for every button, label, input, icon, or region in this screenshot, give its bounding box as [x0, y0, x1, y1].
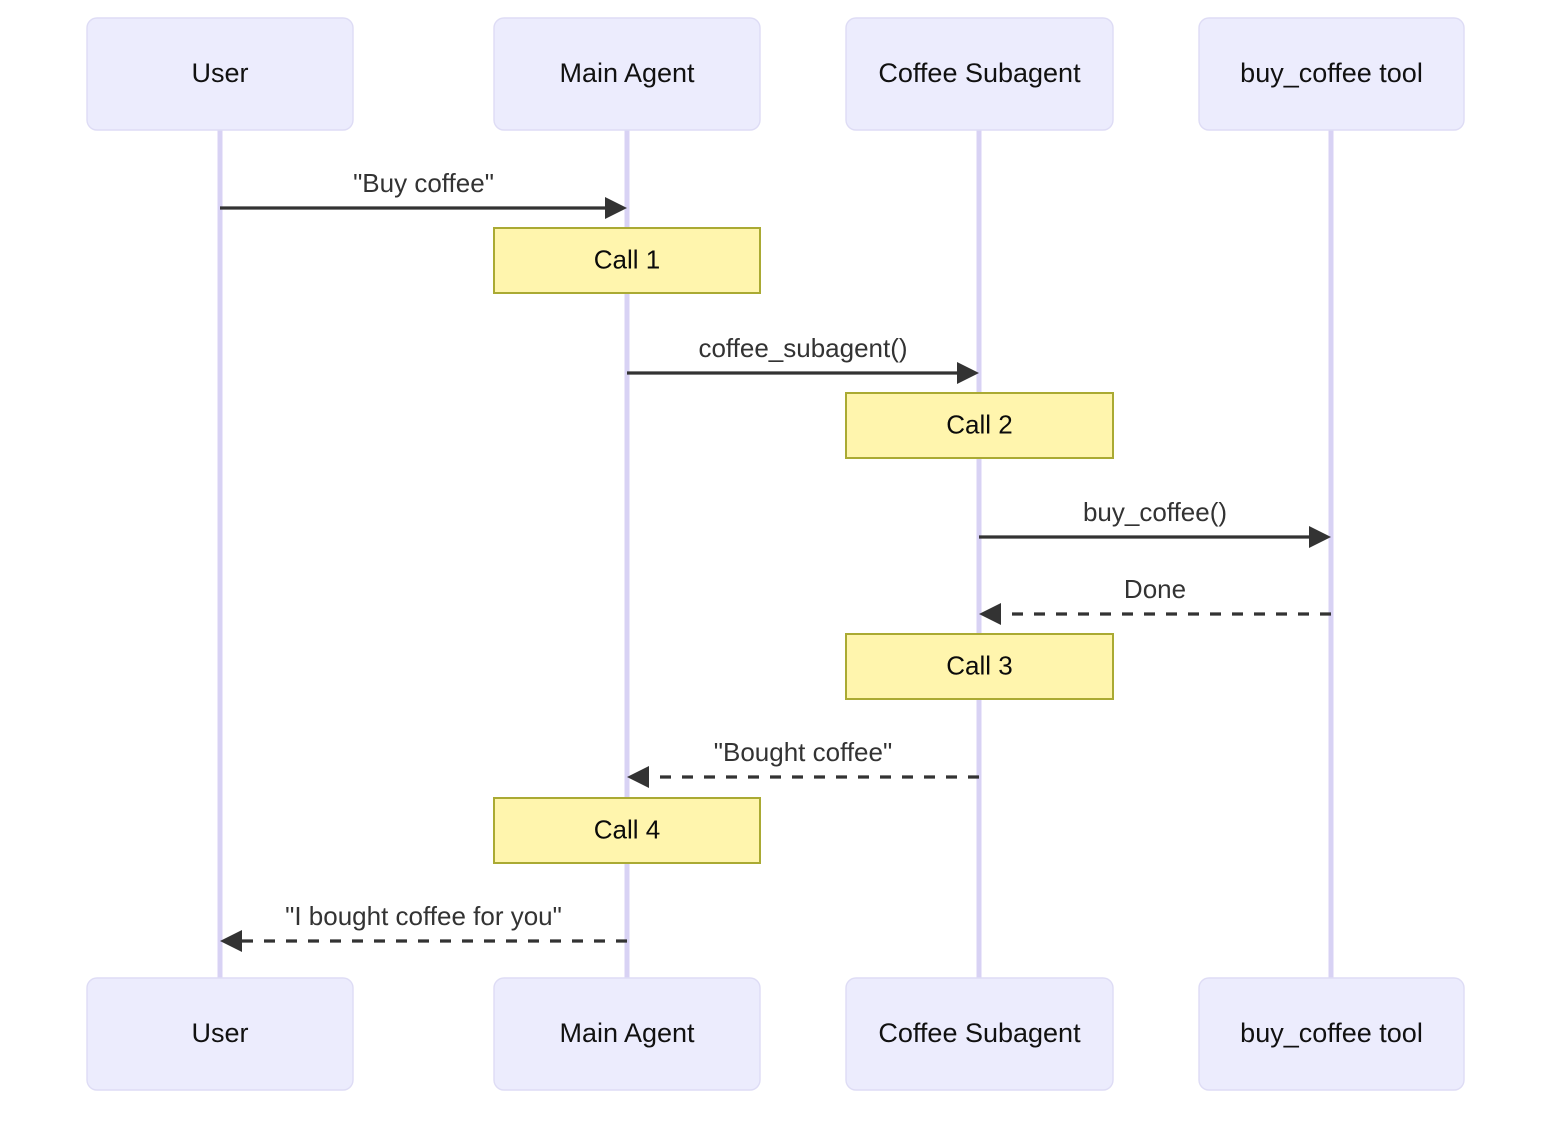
message-arrowhead: [220, 930, 242, 952]
notes-group: Call 1 Call 2 Call 3 Call 4: [493, 227, 1114, 864]
participant-box-coffee_subagent-top[interactable]: Coffee Subagent: [845, 17, 1114, 131]
participant-box-main_agent-top[interactable]: Main Agent: [493, 17, 761, 131]
lifelines-group: [217, 130, 1334, 978]
note-rect: [493, 797, 761, 864]
participant-label: buy_coffee tool: [1240, 1018, 1423, 1048]
message-label: "I bought coffee for you": [285, 901, 562, 931]
participant-box-rect: [845, 977, 1114, 1091]
note-rect: [845, 633, 1114, 700]
participant-box-buy_coffee_tool-bottom[interactable]: buy_coffee tool: [1198, 977, 1465, 1091]
participant-boxes-top: User Main Agent Coffee Subagent buy_coffee …: [86, 17, 1465, 131]
participant-box-main_agent-bottom[interactable]: Main Agent: [493, 977, 761, 1091]
participant-box-rect: [1198, 17, 1465, 131]
note-note-3[interactable]: Call 3: [845, 633, 1114, 700]
note-rect: [845, 392, 1114, 459]
message-arrowhead: [605, 197, 627, 219]
message-msg-5: "Bought coffee": [627, 737, 979, 788]
participant-box-rect: [86, 17, 354, 131]
message-msg-6: "I bought coffee for you": [220, 901, 627, 952]
participant-box-user-bottom[interactable]: User: [86, 977, 354, 1091]
message-label: "Bought coffee": [714, 737, 892, 767]
note-label: Call 4: [594, 814, 660, 844]
note-rect: [493, 227, 761, 294]
participant-label: User: [191, 58, 248, 88]
message-label: "Buy coffee": [353, 168, 494, 198]
message-arrowhead: [1309, 526, 1331, 548]
messages-group: "Buy coffee" coffee_subagent() buy_coffee(…: [220, 168, 1331, 952]
message-label: coffee_subagent(): [698, 333, 907, 363]
participant-box-rect: [1198, 977, 1465, 1091]
message-msg-3: buy_coffee(): [979, 497, 1331, 548]
message-label: Done: [1124, 574, 1186, 604]
participant-box-user-top[interactable]: User: [86, 17, 354, 131]
note-label: Call 2: [946, 409, 1012, 439]
participant-box-buy_coffee_tool-top[interactable]: buy_coffee tool: [1198, 17, 1465, 131]
note-note-4[interactable]: Call 4: [493, 797, 761, 864]
note-label: Call 3: [946, 650, 1012, 680]
participant-box-rect: [493, 17, 761, 131]
participant-box-rect: [845, 17, 1114, 131]
participant-label: Coffee Subagent: [878, 58, 1081, 88]
participant-box-coffee_subagent-bottom[interactable]: Coffee Subagent: [845, 977, 1114, 1091]
participant-boxes-bottom: User Main Agent Coffee Subagent buy_coffee …: [86, 977, 1465, 1091]
message-label: buy_coffee(): [1083, 497, 1227, 527]
note-label: Call 1: [594, 244, 660, 274]
note-note-2[interactable]: Call 2: [845, 392, 1114, 459]
participant-label: User: [191, 1018, 248, 1048]
participant-box-rect: [86, 977, 354, 1091]
message-arrowhead: [957, 362, 979, 384]
message-arrowhead: [979, 603, 1001, 625]
participant-label: Coffee Subagent: [878, 1018, 1081, 1048]
note-note-1[interactable]: Call 1: [493, 227, 761, 294]
participant-label: Main Agent: [559, 58, 695, 88]
message-arrowhead: [627, 766, 649, 788]
participant-label: buy_coffee tool: [1240, 58, 1423, 88]
message-msg-4: Done: [979, 574, 1331, 625]
message-msg-2: coffee_subagent(): [627, 333, 979, 384]
participant-label: Main Agent: [559, 1018, 695, 1048]
message-msg-1: "Buy coffee": [220, 168, 627, 219]
participant-box-rect: [493, 977, 761, 1091]
